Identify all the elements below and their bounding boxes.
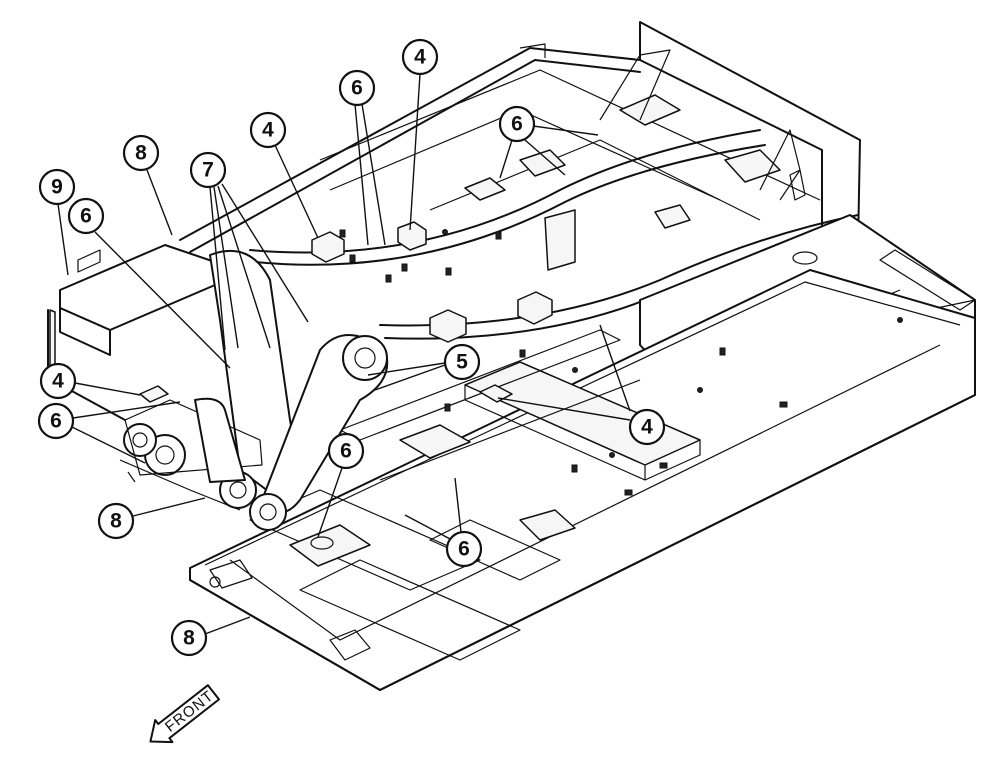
callout-4-top: 4 [401,38,439,231]
callout-label: 8 [110,510,122,533]
callout-label: 5 [456,351,468,374]
callout-6-lower-left: 6 [37,401,181,464]
callout-label: 4 [52,370,64,393]
callout-label: 6 [458,538,470,561]
callout-4-right: 4 [497,324,666,446]
callout-label: 7 [202,159,214,182]
callout-8-lower-left: 8 [97,497,206,540]
callout-4-upper-left: 4 [249,111,319,239]
callout-8-top-left: 8 [122,134,173,236]
callout-label: 4 [414,46,426,69]
callout-label: 6 [511,113,523,136]
callout-label: 6 [351,77,363,100]
front-arrow-icon: FRONT [149,684,221,744]
callout-6-upper-right: 6 [498,105,599,179]
callout-label: 4 [641,416,653,439]
callout-label: 6 [50,410,62,433]
callout-label: 9 [51,176,63,199]
callout-label: 6 [80,205,92,228]
callout-6-bottom-center: 6 [317,432,365,538]
callout-6-top-center: 6 [338,69,386,246]
callout-7: 7 [189,151,309,351]
callout-8-bottom: 8 [170,616,251,657]
callout-6-bottom-right: 6 [404,477,483,568]
callout-label: 8 [183,627,195,650]
front-label: FRONT [162,687,217,735]
callout-4-left: 4 [39,362,141,400]
callout-label: 8 [135,142,147,165]
callout-label: 6 [340,440,352,463]
callout-label: 4 [262,119,274,142]
callout-9: 9 [38,168,76,276]
callout-5: 5 [367,343,481,391]
callout-6-left: 6 [67,197,231,369]
